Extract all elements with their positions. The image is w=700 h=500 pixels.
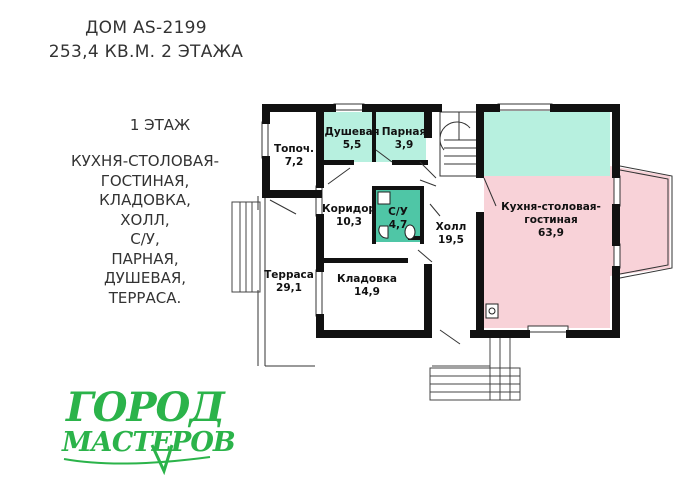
room-name-pantry: Кладовка [337, 273, 397, 285]
floor-label: 1 ЭТАЖ [129, 116, 191, 134]
doors [269, 149, 497, 345]
logo-swash [150, 444, 174, 475]
room-area-wc: 4,7 [389, 219, 408, 231]
logo-underline [63, 456, 211, 465]
room-name-wc: С/У [388, 206, 408, 218]
room-area-steam: 3,9 [395, 139, 414, 151]
room-area-terrace: 29,1 [276, 282, 302, 294]
house-title: ДОМ AS-2199 [85, 18, 207, 38]
room-list-item: ХОЛЛ, [120, 210, 170, 229]
room-list: КУХНЯ-СТОЛОВАЯ- ГОСТИНАЯ, КЛАДОВКА, ХОЛЛ… [35, 152, 255, 308]
bay-window [619, 165, 673, 279]
entry-porch [429, 330, 521, 401]
room-list-item: ДУШЕВАЯ, [103, 269, 187, 287]
logo-text-top: ГОРОД [65, 385, 226, 431]
kitchen-upper-fill [484, 111, 610, 176]
room-name-shower: Душевая [325, 126, 380, 138]
bay-window-fill [610, 166, 670, 276]
room-list-item: ПАРНАЯ, [111, 249, 179, 268]
room-name-corridor: Коридор [322, 203, 376, 215]
room-list-item: С/У, [130, 230, 160, 248]
room-area-hall: 19,5 [438, 234, 464, 246]
room-area-corridor: 10,3 [336, 216, 362, 228]
house-area-floors: 253,4 КВ.М. 2 ЭТАЖА [48, 42, 244, 62]
staircase [439, 111, 479, 177]
room-name-kitchen: Кухня-столовая- [501, 201, 601, 213]
room-list-item: КУХНЯ-СТОЛОВАЯ- [70, 152, 220, 170]
room-list-item: ГОСТИНАЯ, [100, 171, 190, 190]
room-name-hall: Холл [436, 221, 467, 233]
room-list-item: ТЕРРАСА. [108, 288, 182, 307]
room-list-item: КЛАДОВКА, [99, 191, 191, 209]
windows [261, 103, 621, 333]
room-area-kitchen: 63,9 [538, 227, 564, 239]
logo-text-bottom: МАСТЕРОВ [61, 427, 235, 458]
room-area-furnace: 7,2 [285, 156, 304, 168]
room-name-steam: Парная [382, 126, 426, 138]
room-name-terrace: Терраса [264, 269, 314, 281]
walls [262, 104, 620, 338]
kitchen-fill [484, 176, 610, 328]
room-name-furnace: Топоч. [274, 143, 314, 155]
logo: ГОРОД МАСТЕРОВ [61, 385, 236, 475]
room-area-shower: 5,5 [343, 139, 362, 151]
bathroom-fixtures [377, 191, 499, 319]
room-name-kitchen-2: гостиная [524, 214, 577, 226]
room-area-pantry: 14,9 [354, 286, 380, 298]
room-labels: Душевая 5,5 Парная 3,9 Топоч. 7,2 Коридо… [264, 126, 601, 298]
left-stairs [231, 201, 261, 293]
terrace-railing [257, 196, 315, 367]
